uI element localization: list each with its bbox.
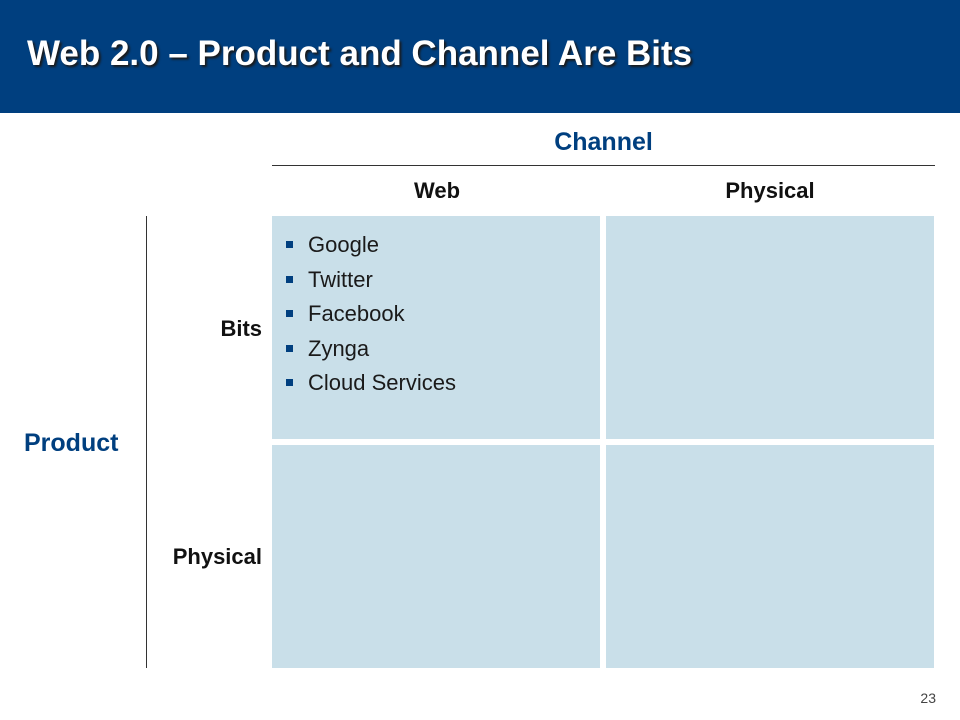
square-bullet-icon (286, 310, 293, 317)
list-item: Google (286, 228, 456, 263)
square-bullet-icon (286, 344, 293, 352)
cell-bits-physical (606, 216, 934, 439)
title-bar: Web 2.0 – Product and Channel Are Bits (0, 0, 960, 113)
list-item-label: Twitter (308, 266, 373, 292)
slide-title: Web 2.0 – Product and Channel Are Bits (27, 34, 693, 73)
list-item: Facebook (286, 297, 456, 332)
column-header-physical: Physical (725, 178, 815, 203)
list-item-label: Zynga (308, 335, 370, 361)
square-bullet-icon (286, 275, 293, 283)
list-item-label: Cloud Services (308, 370, 456, 395)
column-header-web: Web (413, 178, 461, 203)
row-header-physical: Physical (172, 544, 262, 569)
channel-axis-rule (272, 165, 935, 166)
channel-axis-label: Channel (554, 128, 653, 156)
product-axis-rule (146, 216, 147, 668)
cell-physical-physical (606, 445, 934, 668)
row-header-bits: Bits (220, 316, 262, 341)
list-item: Cloud Services (286, 366, 456, 401)
list-item: Zynga (286, 332, 456, 367)
list-item: Twitter (286, 263, 456, 298)
square-bullet-icon (286, 241, 293, 248)
product-axis-label: Product (24, 429, 119, 457)
list-item-label: Google (308, 232, 379, 257)
list-item-label: Facebook (308, 301, 405, 326)
cell-physical-web (272, 445, 600, 668)
square-bullet-icon (286, 379, 293, 386)
page-number: 23 (920, 690, 936, 706)
